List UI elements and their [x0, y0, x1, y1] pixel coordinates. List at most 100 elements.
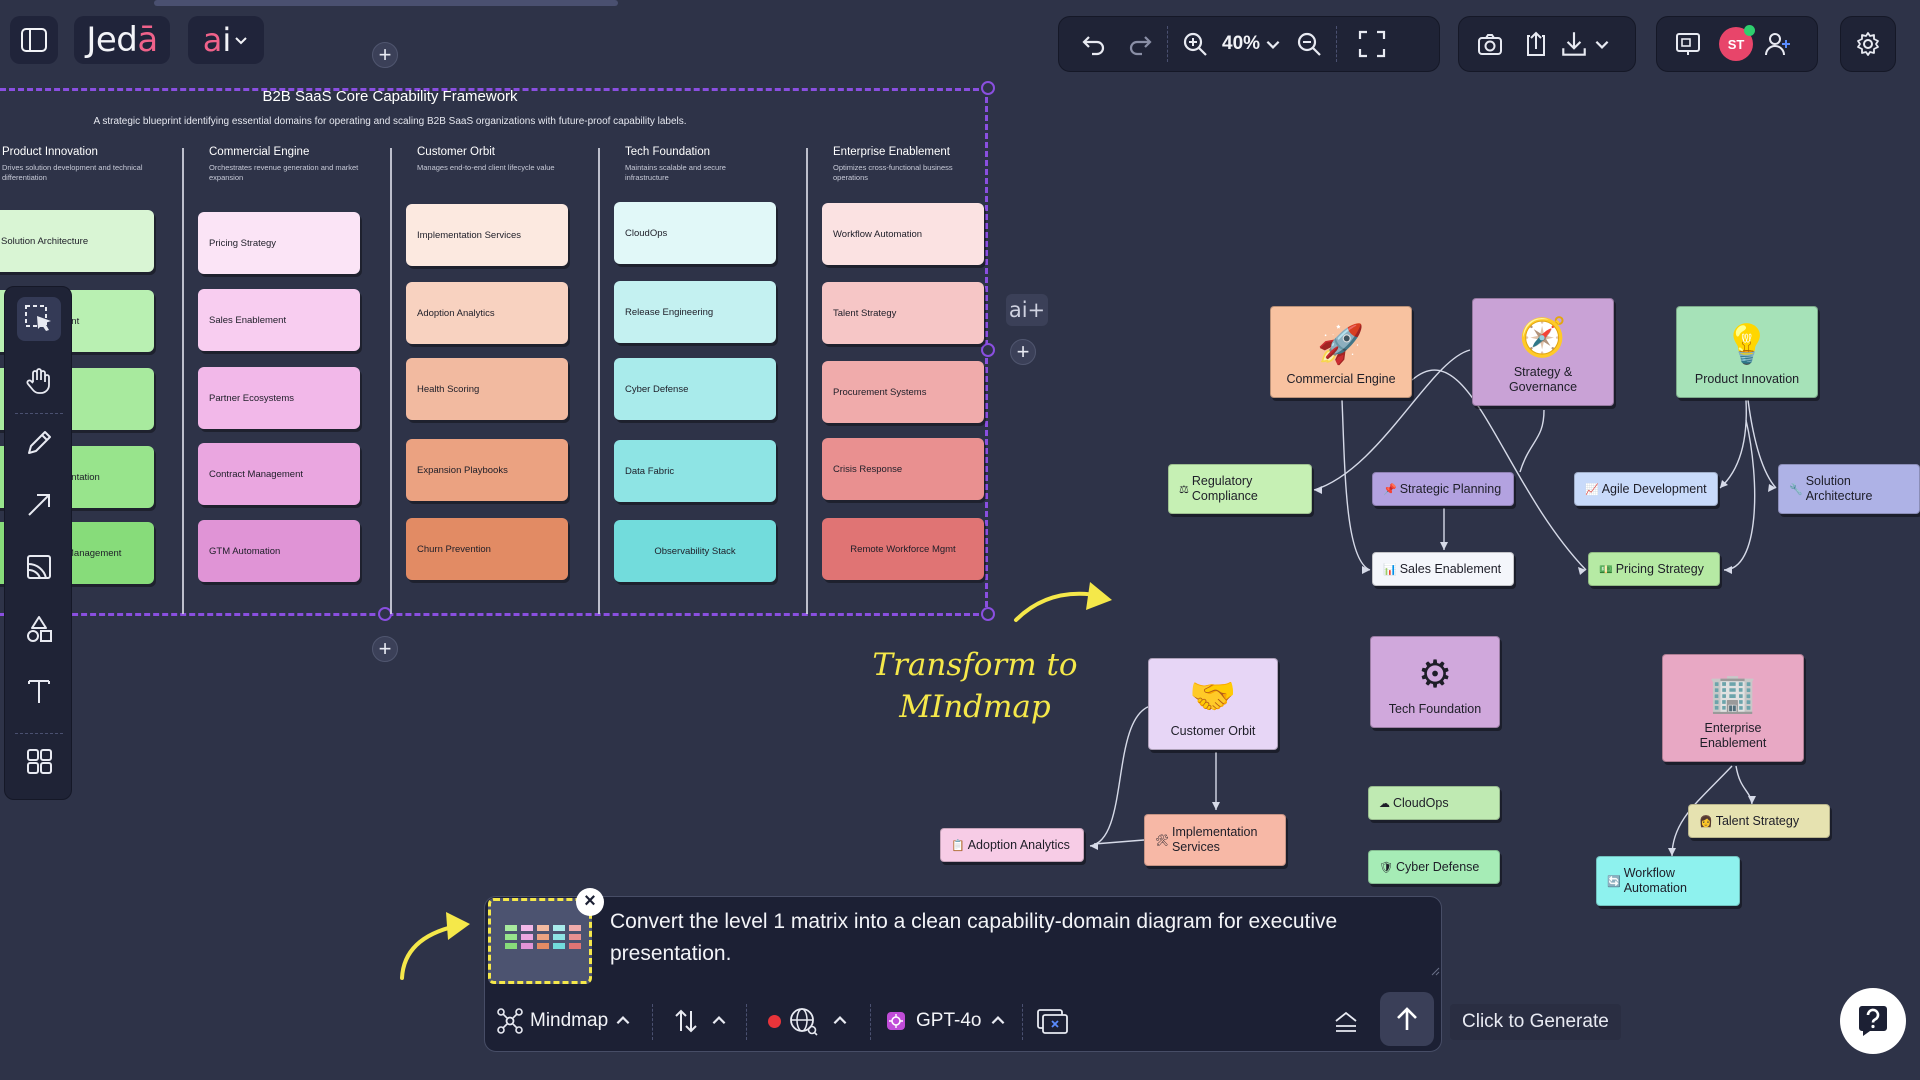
- zoom-level: 40%: [1222, 33, 1261, 54]
- matrix-card[interactable]: Expansion Playbooks: [406, 439, 568, 501]
- hand-tool[interactable]: [17, 359, 61, 403]
- matrix-card[interactable]: Implementation Services: [406, 204, 568, 266]
- mindmap-node-sales-enablement[interactable]: 📊Sales Enablement: [1372, 552, 1514, 586]
- generate-tooltip: Click to Generate: [1450, 1004, 1621, 1040]
- mindmap-node-implementation-services[interactable]: 🛠Implementation Services: [1144, 814, 1286, 866]
- select-tool[interactable]: [17, 297, 61, 341]
- resize-handle-bottom[interactable]: [378, 607, 392, 621]
- mindmap-node-regulatory-compliance[interactable]: ⚖Regulatory Compliance: [1168, 464, 1312, 514]
- resize-grip-icon[interactable]: [1430, 966, 1440, 976]
- mindmap-node-cloudops[interactable]: ☁CloudOps: [1368, 786, 1500, 820]
- collapse-panel-button[interactable]: [1332, 1000, 1360, 1042]
- resize-handle-right[interactable]: [981, 343, 995, 357]
- money-icon: 💵: [1599, 562, 1613, 576]
- zoom-level-dropdown[interactable]: 40%: [1222, 33, 1282, 55]
- matrix-card[interactable]: Pricing Strategy: [198, 212, 360, 274]
- matrix-card[interactable]: Health Scoring: [406, 358, 568, 420]
- redo-icon: [1129, 36, 1152, 56]
- prompt-input[interactable]: Convert the level 1 matrix into a clean …: [610, 910, 1338, 965]
- undo-button[interactable]: [1071, 21, 1117, 67]
- arrow-tool[interactable]: [17, 483, 61, 527]
- remove-attachment-button[interactable]: ×: [576, 888, 604, 916]
- resize-handle-top-right[interactable]: [981, 81, 995, 95]
- matrix-card[interactable]: Partner Ecosystems: [198, 367, 360, 429]
- app-logo[interactable]: Jedā: [74, 16, 170, 64]
- matrix-card[interactable]: Release Engineering: [614, 281, 776, 343]
- top-scrollbar[interactable]: [154, 0, 618, 6]
- mindmap-node-pricing-strategy[interactable]: 💵Pricing Strategy: [1588, 552, 1720, 586]
- settings-button[interactable]: [1845, 21, 1891, 67]
- model-dropdown[interactable]: GPT-4o: [886, 1000, 1007, 1042]
- mindmap-node-strategy-governance[interactable]: 🧭 Strategy & Governance: [1472, 298, 1614, 406]
- matrix-card[interactable]: Cyber Defense: [614, 358, 776, 420]
- mindmap-node-strategic-planning[interactable]: 📌Strategic Planning: [1372, 472, 1514, 506]
- matrix-card[interactable]: Procurement Systems: [822, 361, 984, 423]
- sidebar-toggle-button[interactable]: [10, 16, 58, 64]
- attach-board-button[interactable]: [1036, 1000, 1068, 1042]
- column-divider: [806, 148, 808, 614]
- matrix-card[interactable]: Talent Strategy: [822, 282, 984, 344]
- redo-button[interactable]: [1117, 21, 1163, 67]
- present-button[interactable]: [1665, 21, 1711, 67]
- image-tool[interactable]: [17, 545, 61, 589]
- screenshot-button[interactable]: [1467, 21, 1513, 67]
- prompt-bar-divider: [870, 1004, 871, 1040]
- invite-user-button[interactable]: [1755, 21, 1801, 67]
- mindmap-node-talent-strategy[interactable]: 👩Talent Strategy: [1688, 804, 1830, 838]
- chevron-up-icon: [712, 1016, 726, 1025]
- mindmap-node-cyber-defense[interactable]: 🛡Cyber Defense: [1368, 850, 1500, 884]
- matrix-card[interactable]: Solution Architecture: [0, 210, 154, 272]
- zoom-in-button[interactable]: [1172, 21, 1218, 67]
- mindmap-node-agile-development[interactable]: 📈Agile Development: [1574, 472, 1718, 506]
- output-type-dropdown[interactable]: Mindmap: [496, 1000, 632, 1042]
- matrix-card[interactable]: Data Fabric: [614, 440, 776, 502]
- shapes-tool[interactable]: [17, 607, 61, 651]
- matrix-card[interactable]: Observability Stack: [614, 520, 776, 582]
- ai-plus-button[interactable]: ai+: [1006, 294, 1048, 326]
- zoom-out-icon: [1297, 32, 1321, 56]
- matrix-card[interactable]: Adoption Analytics: [406, 282, 568, 344]
- help-button[interactable]: [1840, 988, 1906, 1054]
- arrow-icon: [28, 494, 50, 516]
- mindmap-node-tech-foundation[interactable]: ⚙ Tech Foundation: [1370, 636, 1500, 728]
- generate-button[interactable]: [1380, 992, 1434, 1046]
- mindmap-node-workflow-automation[interactable]: 🔄Workflow Automation: [1596, 856, 1740, 906]
- matrix-card[interactable]: Contract Management: [198, 443, 360, 505]
- mindmap-node-product-innovation[interactable]: 💡 Product Innovation: [1676, 306, 1818, 398]
- upload-button[interactable]: [1513, 21, 1559, 67]
- add-right-button[interactable]: +: [1010, 339, 1036, 365]
- column-divider: [390, 148, 392, 614]
- mindmap-node-customer-orbit[interactable]: 🤝 Customer Orbit: [1148, 658, 1278, 750]
- mindmap-node-enterprise-enablement[interactable]: 🏢 Enterprise Enablement: [1662, 654, 1804, 762]
- web-search-dropdown[interactable]: [768, 1000, 849, 1042]
- matrix-card[interactable]: GTM Automation: [198, 520, 360, 582]
- scales-icon: ⚖: [1179, 482, 1189, 496]
- mindmap-node-commercial-engine[interactable]: 🚀 Commercial Engine: [1270, 306, 1412, 398]
- matrix-card[interactable]: Churn Prevention: [406, 518, 568, 580]
- text-tool[interactable]: [17, 669, 61, 713]
- matrix-card[interactable]: Crisis Response: [822, 438, 984, 500]
- direction-dropdown[interactable]: [672, 1000, 728, 1042]
- download-dropdown[interactable]: [1559, 29, 1611, 59]
- matrix-card[interactable]: CloudOps: [614, 202, 776, 264]
- pen-tool[interactable]: [17, 421, 61, 465]
- globe-icon: [790, 1008, 818, 1036]
- fit-screen-button[interactable]: [1349, 21, 1395, 67]
- bar-chart-icon: 📊: [1383, 562, 1397, 576]
- resize-handle-bottom-right[interactable]: [981, 607, 995, 621]
- add-bottom-button[interactable]: +: [372, 636, 398, 662]
- matrix-thumbnail[interactable]: [488, 898, 592, 984]
- tools-icon: 🛠: [1155, 833, 1169, 847]
- matrix-card[interactable]: Sales Enablement: [198, 289, 360, 351]
- mindmap-node-adoption-analytics[interactable]: 📋Adoption Analytics: [940, 828, 1084, 862]
- add-top-button[interactable]: +: [372, 42, 398, 68]
- templates-tool[interactable]: [17, 739, 61, 783]
- transform-annotation: Transform to MIndmap: [872, 647, 1078, 725]
- mindmap-node-solution-architecture[interactable]: 🔧Solution Architecture: [1778, 464, 1920, 514]
- office-building-icon: 🏢: [1709, 671, 1757, 715]
- matrix-card[interactable]: Remote Workforce Mgmt: [822, 518, 984, 580]
- user-avatar[interactable]: ST: [1719, 25, 1755, 61]
- matrix-card[interactable]: Workflow Automation: [822, 203, 984, 265]
- zoom-out-button[interactable]: [1286, 21, 1332, 67]
